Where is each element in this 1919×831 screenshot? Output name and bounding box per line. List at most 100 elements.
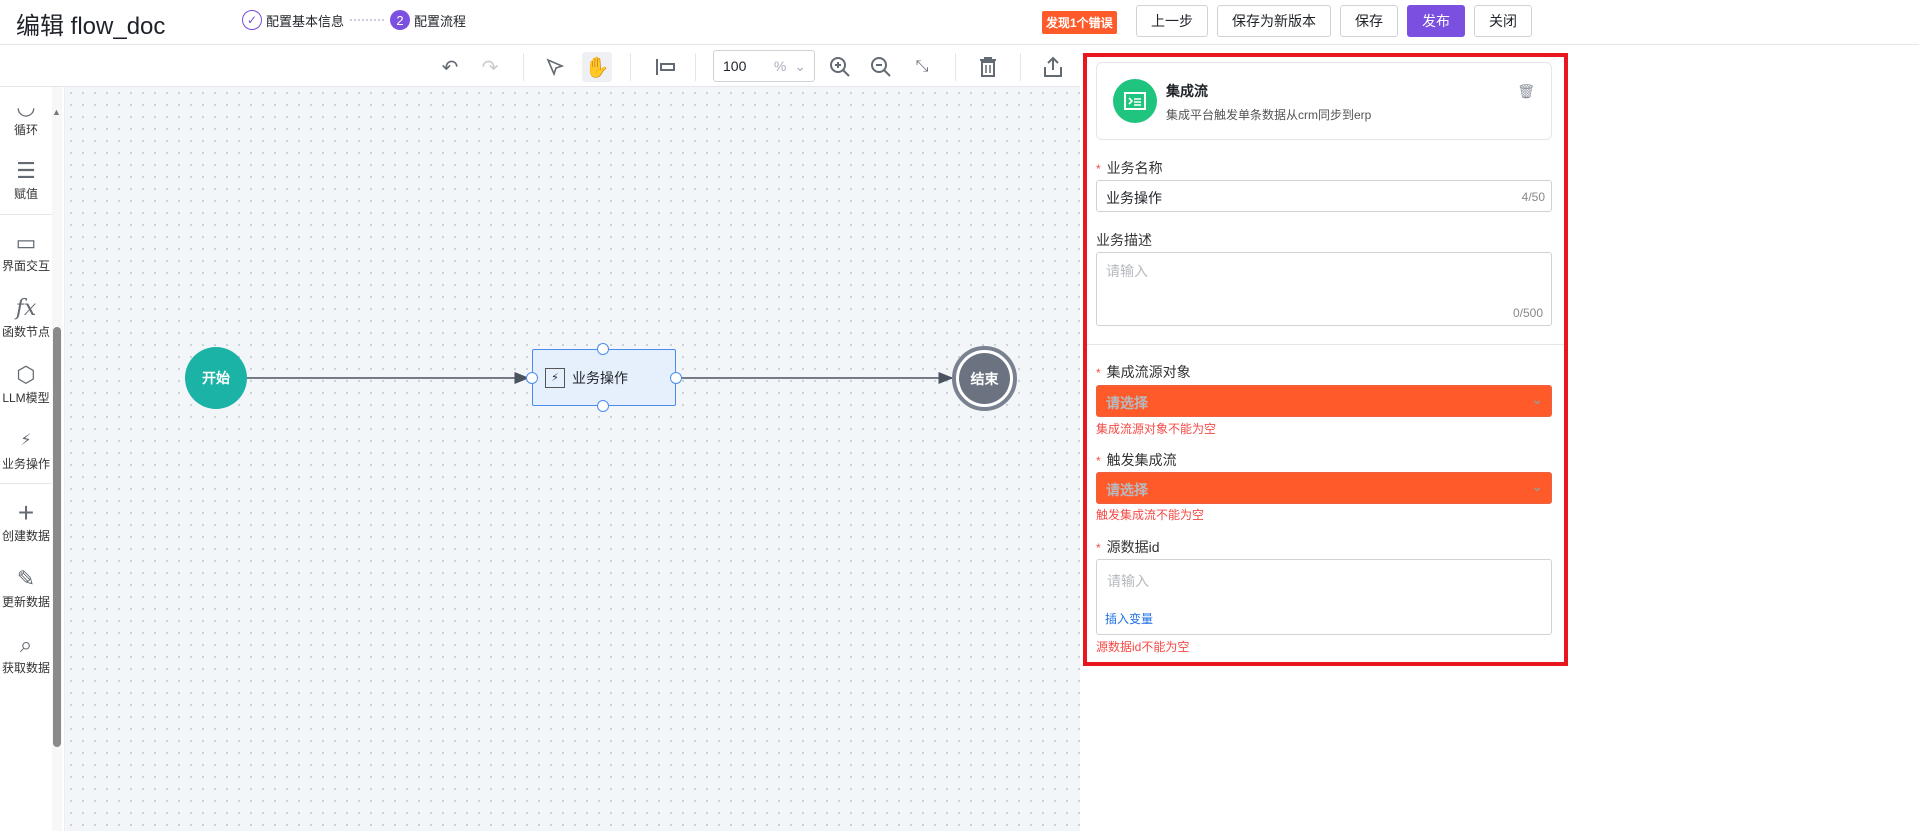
palette-label: 赋值 bbox=[13, 187, 38, 201]
insert-variable-link[interactable]: 插入变量 bbox=[1105, 612, 1154, 626]
step-config-flow[interactable]: 配置流程 bbox=[414, 13, 467, 29]
divider bbox=[1020, 53, 1021, 81]
hand-icon[interactable]: ✋ bbox=[582, 52, 612, 82]
palette-label: 创建数据 bbox=[1, 529, 50, 543]
placeholder: 请输入 bbox=[1106, 263, 1148, 279]
scroll-up-icon[interactable]: ▲ bbox=[52, 107, 61, 117]
start-node[interactable]: 开始 bbox=[185, 347, 247, 409]
zoom-out-icon[interactable] bbox=[866, 52, 896, 82]
check-icon: ✓ bbox=[242, 10, 262, 30]
handle-bottom[interactable] bbox=[597, 400, 609, 412]
char-count: 0/500 bbox=[1512, 306, 1543, 320]
palette-item-update[interactable]: ✎ 更新数据 bbox=[0, 565, 52, 610]
palette-label: 界面交互 bbox=[1, 259, 50, 273]
export-icon[interactable] bbox=[1038, 52, 1068, 82]
align-left-icon[interactable] bbox=[650, 52, 680, 82]
desc-label: 业务描述 bbox=[1096, 232, 1152, 248]
pointer-icon[interactable] bbox=[540, 52, 570, 82]
zoom-in-icon[interactable] bbox=[825, 52, 855, 82]
placeholder: 请选择 bbox=[1106, 395, 1148, 411]
plus-icon: + bbox=[17, 497, 35, 528]
chevron-down-icon: ⌄ bbox=[794, 57, 806, 74]
card-title: 集成流 bbox=[1166, 83, 1208, 99]
palette-item-llm[interactable]: ⬡LLM模型 bbox=[0, 361, 52, 406]
source-select[interactable]: 请选择⌄ bbox=[1096, 385, 1552, 417]
palette-label: 函数节点 bbox=[1, 325, 50, 339]
redo-icon[interactable]: ↷ bbox=[481, 56, 499, 79]
palette-item-query[interactable]: ⌕ 获取数据 bbox=[0, 631, 52, 676]
function-icon: fx bbox=[15, 296, 37, 321]
divider bbox=[0, 214, 52, 215]
flow-canvas[interactable] bbox=[65, 87, 1080, 831]
palette-item-business-op[interactable]: ⚡ 业务操作 bbox=[0, 427, 52, 472]
business-op-icon: ⚡ bbox=[20, 432, 32, 449]
integration-flow-icon bbox=[1113, 79, 1157, 123]
node-type-card: 集成流 集成平台触发单条数据从crm同步到erp 🗑 bbox=[1096, 62, 1552, 140]
divider bbox=[695, 53, 696, 81]
prev-step-button[interactable]: 上一步 bbox=[1136, 5, 1208, 37]
close-button[interactable]: 关闭 bbox=[1474, 5, 1532, 37]
desc-textarea[interactable]: 请输入 0/500 bbox=[1096, 252, 1552, 326]
chevron-down-icon: ⌄ bbox=[1531, 478, 1543, 494]
palette-label: 更新数据 bbox=[1, 595, 50, 609]
node-label: 业务操作 bbox=[572, 369, 628, 386]
steps: ✓ 配置基本信息 2 配置流程 bbox=[242, 10, 466, 30]
pencil-icon: ✎ bbox=[16, 566, 36, 591]
zoom-select[interactable]: 100%⌄ bbox=[713, 50, 815, 82]
end-label: 结束 bbox=[959, 353, 1010, 404]
business-op-icon: ⚡ bbox=[545, 367, 565, 388]
fit-icon[interactable]: ⤡ bbox=[915, 58, 929, 75]
step-number: 2 bbox=[390, 10, 411, 30]
name-label: *业务名称 bbox=[1096, 160, 1163, 176]
business-op-node[interactable]: ⚡ 业务操作 bbox=[532, 349, 676, 406]
divider bbox=[1087, 344, 1564, 345]
trigger-error: 触发集成流不能为空 bbox=[1096, 508, 1205, 522]
srcid-label: *源数据id bbox=[1096, 539, 1160, 555]
handle-left[interactable] bbox=[526, 372, 538, 384]
handle-right[interactable] bbox=[670, 372, 682, 384]
zoom-unit: % bbox=[773, 58, 787, 74]
flow-edges bbox=[247, 372, 954, 384]
search-icon: ⌕ bbox=[19, 632, 33, 657]
end-node[interactable]: 结束 bbox=[952, 346, 1017, 411]
palette-item-loop[interactable]: ◡ 循环 bbox=[0, 93, 52, 138]
palette-label: 获取数据 bbox=[1, 661, 50, 675]
card-desc: 集成平台触发单条数据从crm同步到erp bbox=[1166, 108, 1372, 122]
handle-top[interactable] bbox=[597, 343, 609, 355]
trash-icon[interactable]: 🗑 bbox=[1517, 83, 1535, 99]
divider bbox=[0, 483, 52, 484]
palette-item-assign[interactable]: ☰ 赋值 bbox=[0, 157, 52, 202]
save-new-version-button[interactable]: 保存为新版本 bbox=[1217, 5, 1331, 37]
palette-label: 业务操作 bbox=[1, 457, 50, 471]
placeholder: 请输入 bbox=[1107, 573, 1149, 589]
trigger-select[interactable]: 请选择 ⌄ bbox=[1096, 472, 1552, 504]
placeholder: 请选择 bbox=[1106, 482, 1148, 498]
palette-item-create[interactable]: +创建数据 bbox=[0, 499, 52, 544]
save-button[interactable]: 保存 bbox=[1340, 5, 1398, 37]
loop-icon: ◡ bbox=[16, 94, 36, 119]
publish-button[interactable]: 发布 bbox=[1407, 5, 1465, 37]
properties-panel bbox=[1080, 45, 1919, 831]
trash-icon[interactable] bbox=[973, 52, 1003, 82]
screen-icon: ▭ bbox=[15, 230, 37, 255]
error-badge[interactable]: 发现1个错误 bbox=[1042, 11, 1117, 34]
divider bbox=[630, 53, 631, 81]
scrollbar-thumb[interactable] bbox=[53, 327, 61, 747]
srcid-input[interactable]: 请输入插入变量 bbox=[1096, 559, 1552, 635]
canvas-toolbar: ↶ ↷ ✋ 100%⌄ ⤡ bbox=[0, 45, 1080, 87]
step-basic-info[interactable]: 配置基本信息 bbox=[266, 13, 345, 29]
source-label: *集成流源对象 bbox=[1096, 364, 1191, 380]
highlight-box bbox=[1083, 53, 1568, 666]
palette-item-ui[interactable]: ▭ 界面交互 bbox=[0, 229, 52, 274]
palette-label: 循环 bbox=[13, 123, 38, 137]
char-count: 4/50 bbox=[1521, 190, 1545, 204]
assign-icon: ☰ bbox=[16, 158, 36, 183]
divider bbox=[523, 53, 524, 81]
palette-item-function[interactable]: fx 函数节点 bbox=[0, 295, 52, 340]
trigger-label: *触发集成流 bbox=[1096, 452, 1177, 468]
divider bbox=[955, 53, 956, 81]
step-connector bbox=[350, 19, 385, 21]
undo-icon[interactable]: ↶ bbox=[441, 56, 459, 79]
